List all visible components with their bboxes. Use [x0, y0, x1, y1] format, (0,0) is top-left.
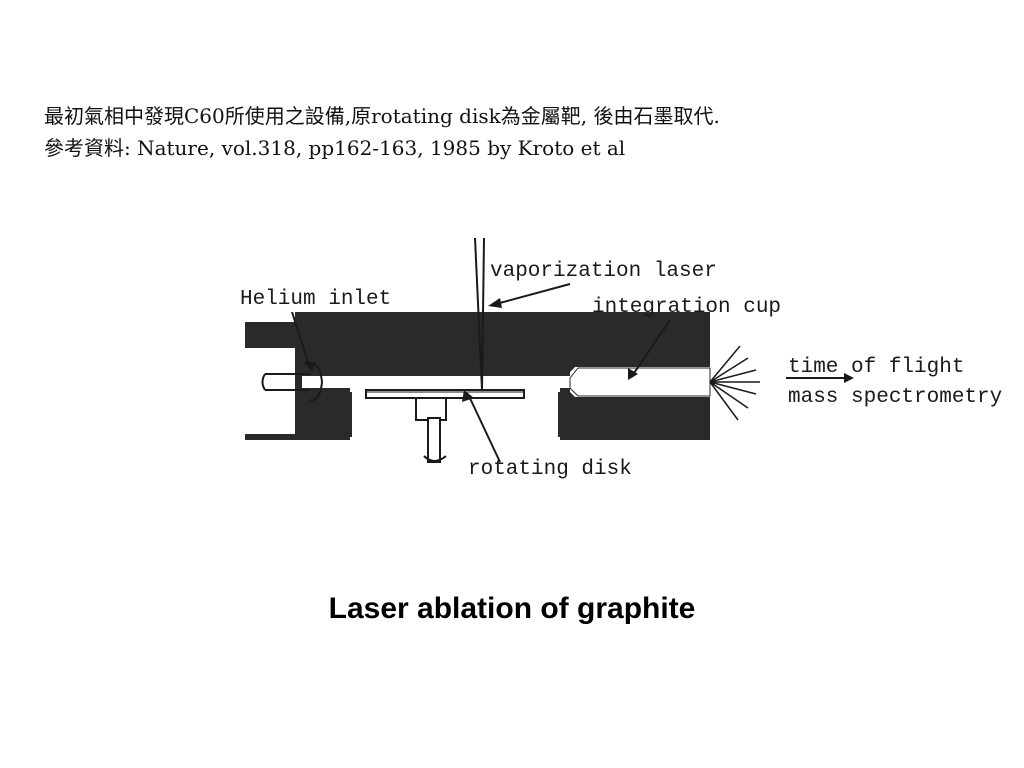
note-line-reference: 參考資料: Nature, vol.318, pp162-163, 1985 b…	[44, 136, 626, 160]
cup-label-arrow	[631, 319, 671, 377]
disk-spindle	[427, 417, 441, 463]
helium-label-arrow	[291, 311, 311, 369]
apparatus-diagram: vaporization laser Helium inlet integrat…	[220, 212, 806, 494]
rotating-disk-arrowhead	[462, 390, 474, 402]
slide-caption: Laser ablation of graphite	[328, 592, 696, 625]
disk-spindle-mount	[415, 397, 447, 421]
rotating-disk-arrow	[467, 393, 501, 463]
spectrometry-arrowhead	[844, 373, 854, 383]
rotation-arrow	[423, 455, 447, 462]
label-integration-cup: integration cup	[592, 296, 781, 319]
spectrometry-labels: time of flight mass spectrometry	[786, 356, 1002, 409]
note-line-description: 最初氣相中發現C60所使用之設備,原rotating disk為金屬靶, 後由石…	[44, 104, 720, 128]
helium-inlet-pipe	[261, 362, 324, 402]
label-rotating-disk: rotating disk	[468, 458, 632, 481]
laser-beam	[474, 237, 485, 391]
label-time-of-flight: time of flight	[788, 356, 964, 379]
integration-cup-bore	[569, 367, 711, 397]
gas-channel	[302, 376, 572, 388]
label-mass-spectrometry: mass spectrometry	[788, 386, 1002, 409]
label-vaporization-laser: vaporization laser	[490, 260, 717, 283]
laser-arrowhead	[488, 298, 502, 308]
reference-note: 最初氣相中發現C60所使用之設備,原rotating disk為金屬靶, 後由石…	[44, 100, 1004, 164]
label-helium-inlet: Helium inlet	[240, 288, 391, 311]
ion-spray-lines	[709, 345, 760, 421]
helium-arrowhead	[304, 362, 316, 372]
cup-arrowhead	[628, 368, 638, 380]
rotating-disk	[365, 389, 525, 399]
laser-label-arrow	[495, 283, 571, 305]
